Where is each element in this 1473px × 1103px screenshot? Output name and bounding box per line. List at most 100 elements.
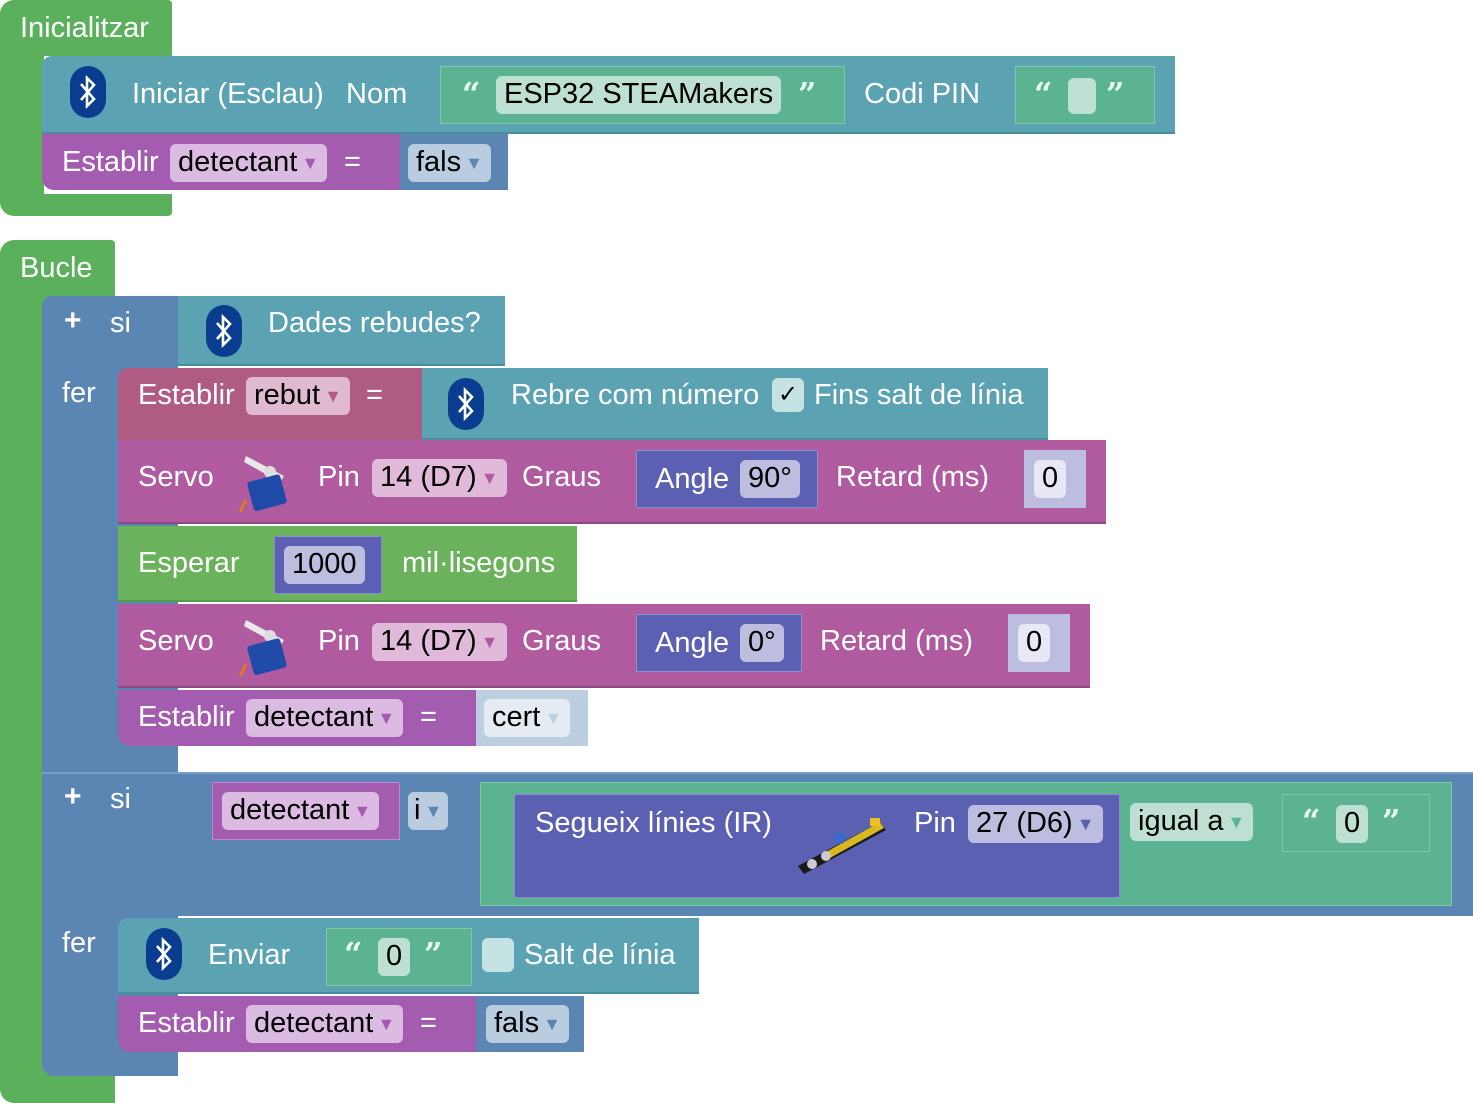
pin-value: 14 (D7) <box>380 461 477 493</box>
sensor-pin-dropdown[interactable]: 27 (D6)▼ <box>968 805 1103 843</box>
variable-name: detectant <box>178 146 298 178</box>
dropdown-arrow-icon: ▼ <box>1227 812 1246 833</box>
pin-dropdown[interactable]: 14 (D7)▼ <box>372 623 507 661</box>
line-follower-label: Segueix línies (IR) <box>535 807 772 839</box>
add-condition-icon[interactable]: + <box>64 780 82 813</box>
angle-label: Angle <box>655 627 730 659</box>
until-newline-label: Fins salt de línia <box>814 379 1024 411</box>
bluetooth-icon <box>70 66 106 118</box>
wait-unit-label: mil·lisegons <box>402 547 556 579</box>
pin-value: 27 (D6) <box>976 807 1073 839</box>
variable-dropdown[interactable]: detectant▼ <box>246 1005 404 1043</box>
loop-label: Bucle <box>20 252 93 284</box>
equals-label: = <box>420 701 437 733</box>
delay-input[interactable]: 0 <box>1018 624 1051 662</box>
delay-label: Retard (ms) <box>820 625 974 657</box>
send-label: Enviar <box>208 939 291 971</box>
pin-code-input[interactable] <box>1068 78 1096 114</box>
degrees-label: Graus <box>522 461 601 493</box>
servo-icon <box>236 612 296 680</box>
pin-label: Pin <box>318 461 360 493</box>
data-received-label: Dades rebudes? <box>268 307 481 339</box>
equals-label: = <box>344 146 361 178</box>
variable-dropdown[interactable]: rebut▼ <box>246 377 350 415</box>
variable-name: detectant <box>254 1007 374 1039</box>
angle-block[interactable] <box>636 614 802 672</box>
pin-value: 14 (D7) <box>380 625 477 657</box>
if-label: si <box>110 783 131 815</box>
variable-dropdown[interactable]: detectant▼ <box>246 699 404 737</box>
set-label: Establir <box>138 1007 235 1039</box>
dropdown-arrow-icon: ▼ <box>377 708 396 729</box>
angle-input[interactable]: 0° <box>740 624 784 662</box>
wait-label: Esperar <box>138 547 240 579</box>
send-text-input[interactable]: 0 <box>378 938 411 976</box>
dropdown-arrow-icon: ▼ <box>480 632 499 653</box>
newline-label: Salt de línia <box>524 939 676 971</box>
boolean-dropdown[interactable]: cert▼ <box>484 699 571 737</box>
boolean-dropdown[interactable]: fals▼ <box>408 144 491 182</box>
equals-label: = <box>420 1007 437 1039</box>
variable-dropdown[interactable]: detectant▼ <box>222 792 380 830</box>
newline-checkbox[interactable] <box>482 938 514 972</box>
open-quote-icon: “ <box>462 75 481 113</box>
logic-operator-dropdown[interactable]: i▼ <box>408 792 449 830</box>
pin-code-label: Codi PIN <box>864 78 981 110</box>
dropdown-arrow-icon: ▼ <box>480 468 499 489</box>
name-label: Nom <box>346 78 408 110</box>
dropdown-arrow-icon: ▼ <box>353 801 372 822</box>
open-quote-icon: “ <box>1302 802 1321 840</box>
dropdown-arrow-icon: ▼ <box>377 1014 396 1035</box>
sensor-pin-label: Pin <box>914 807 956 839</box>
dropdown-arrow-icon: ▼ <box>1076 814 1095 835</box>
degrees-label: Graus <box>522 625 601 657</box>
boolean-value: cert <box>492 701 541 733</box>
dropdown-arrow-icon: ▼ <box>324 386 342 407</box>
set-label: Establir <box>138 379 235 411</box>
boolean-dropdown[interactable]: fals▼ <box>486 1005 569 1043</box>
compare-operator-value: igual a <box>1138 805 1224 837</box>
init-label: Inicialitzar <box>20 12 149 44</box>
pin-dropdown[interactable]: 14 (D7)▼ <box>372 459 507 497</box>
open-quote-icon: “ <box>1034 75 1053 113</box>
operator-value: i <box>414 794 421 826</box>
bt-start-label: Iniciar (Esclau) <box>132 78 324 110</box>
dropdown-arrow-icon: ▼ <box>543 1014 561 1035</box>
variable-name: rebut <box>254 379 321 411</box>
servo-label: Servo <box>138 625 214 657</box>
boolean-value: fals <box>416 146 462 178</box>
bluetooth-icon <box>206 305 242 357</box>
pin-label: Pin <box>318 625 360 657</box>
set-label: Establir <box>138 701 235 733</box>
bluetooth-icon <box>146 928 182 980</box>
servo-icon <box>236 448 296 516</box>
compare-operator-dropdown[interactable]: igual a▼ <box>1130 803 1254 841</box>
servo-block-1[interactable] <box>118 440 1106 524</box>
delay-label: Retard (ms) <box>836 461 990 493</box>
dropdown-arrow-icon: ▼ <box>424 801 443 822</box>
bluetooth-icon <box>448 378 484 430</box>
angle-label: Angle <box>655 463 730 495</box>
wait-input[interactable]: 1000 <box>284 546 365 584</box>
delay-input[interactable]: 0 <box>1034 460 1067 498</box>
receive-block[interactable] <box>422 368 1048 440</box>
servo-label: Servo <box>138 461 214 493</box>
variable-dropdown[interactable]: detectant▼ <box>170 144 328 182</box>
compare-text-input[interactable]: 0 <box>1336 805 1369 843</box>
line-follower-block[interactable] <box>514 794 1120 898</box>
ir-sensor-icon <box>796 808 892 878</box>
variable-name: detectant <box>230 794 350 826</box>
equals-label: = <box>366 379 383 411</box>
variable-name: detectant <box>254 701 374 733</box>
dropdown-arrow-icon: ▼ <box>465 153 483 174</box>
receive-as-number-label: Rebre com número <box>511 379 760 411</box>
close-quote-icon: ” <box>798 75 817 113</box>
angle-input[interactable]: 90° <box>740 460 800 498</box>
close-quote-icon: ” <box>424 935 443 973</box>
until-newline-checkbox[interactable]: ✓ <box>772 378 804 412</box>
do-label: fer <box>62 927 96 959</box>
add-condition-icon[interactable]: + <box>64 304 82 337</box>
do-label: fer <box>62 377 96 409</box>
close-quote-icon: ” <box>1106 75 1125 113</box>
name-input[interactable]: ESP32 STEAMakers <box>496 76 782 114</box>
